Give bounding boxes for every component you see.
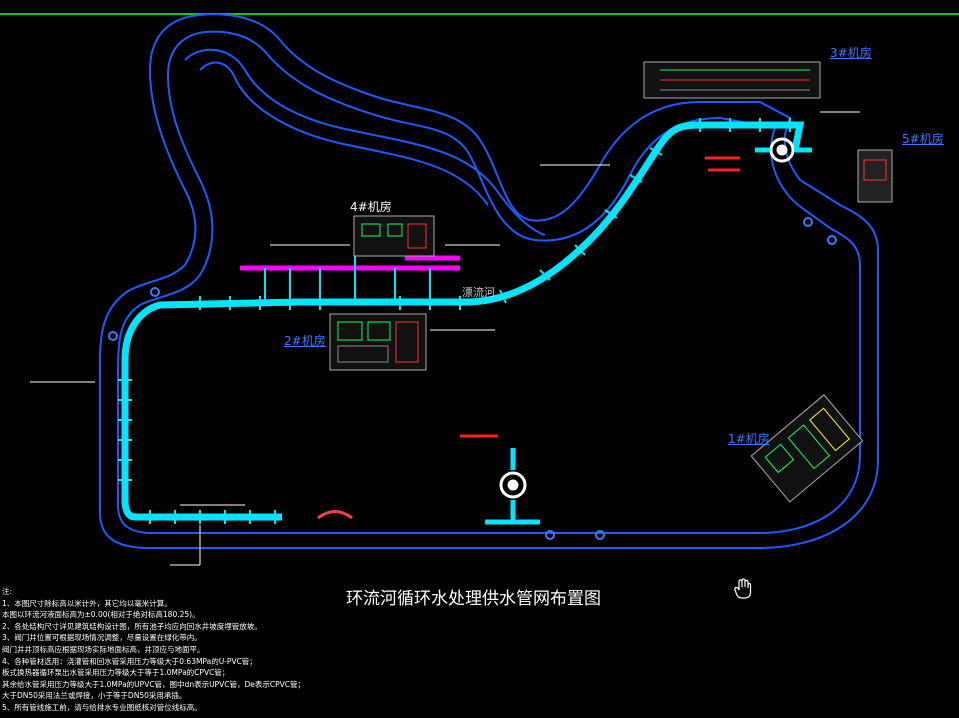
room-2-label: 2#机房 <box>284 334 326 348</box>
red-markers <box>460 156 740 438</box>
note-line: 3、阀门井位置可根据现场情况调整，尽量设置在绿化带内。 <box>2 633 202 643</box>
room-3-label: 3#机房 <box>830 46 872 60</box>
room-5-block <box>857 149 893 203</box>
note-line: 其余给水管采用压力等级大于1.0MPa的UPVC管，图中dn表示UPVC管，De… <box>2 679 305 689</box>
note-line: 阀门井井顶标高应根据现场实际地面标高，井顶应与地面平。 <box>2 644 205 654</box>
note-line: 2、各处结构尺寸详见建筑结构设计图，所有池子均应向回水井坡度埋管放坡。 <box>2 621 262 631</box>
pump-station-center-pipe <box>485 448 540 525</box>
river-label: 漂流河 <box>462 286 495 299</box>
design-notes: 注: 1、本图尺寸除标高以米计外，其它均以毫米计算。 本图以环流河液面标高为±0… <box>2 586 305 714</box>
supply-pipe-valves <box>118 118 791 524</box>
bridge-arc <box>317 510 353 520</box>
note-line: 大于DN50采用法兰或焊接，小于等于DN50采用承插。 <box>2 691 187 701</box>
river-outer-outline <box>99 13 879 549</box>
hand-cursor-icon[interactable] <box>734 578 752 600</box>
note-line: 本图以环流河液面标高为±0.00(相对于绝对标高180.25)。 <box>2 610 200 620</box>
river-inner-outline <box>117 30 861 534</box>
leader-lines <box>30 111 860 566</box>
room-1-block <box>750 394 864 503</box>
river-s-curve <box>184 48 546 236</box>
notes-heading: 注: <box>2 587 13 596</box>
room-2-block <box>329 313 427 371</box>
room-3-block <box>643 61 821 99</box>
room-1-label: 1#机房 <box>728 432 770 446</box>
pump-station-ne <box>769 137 795 163</box>
pump-station-center <box>499 471 527 499</box>
branch-pipe-drops <box>264 255 431 302</box>
drawing-title: 环流河循环水处理供水管网布置图 <box>346 589 601 609</box>
note-line: 4、各种管材选用：浇灌管和回水管采用压力等级大于0.63MPa的U-PVC管； <box>2 656 257 666</box>
valve-symbols <box>108 217 837 540</box>
note-line: 板式换热器循环泵出水管采用压力等级大于等于1.0MPa的CPVC管； <box>2 668 230 678</box>
room-5-label: 5#机房 <box>902 132 944 146</box>
river-s-curve-inner <box>199 61 489 206</box>
note-line: 5、所有管线施工前，请与给排水专业图纸核对管位线标高。 <box>2 702 202 712</box>
note-line: 1、本图尺寸除标高以米计外，其它均以毫米计算。 <box>2 598 172 608</box>
supply-pipe-main <box>121 121 805 521</box>
branch-pipe <box>240 255 460 271</box>
room-4-block <box>353 215 435 257</box>
room-4-label: 4#机房 <box>350 200 392 214</box>
